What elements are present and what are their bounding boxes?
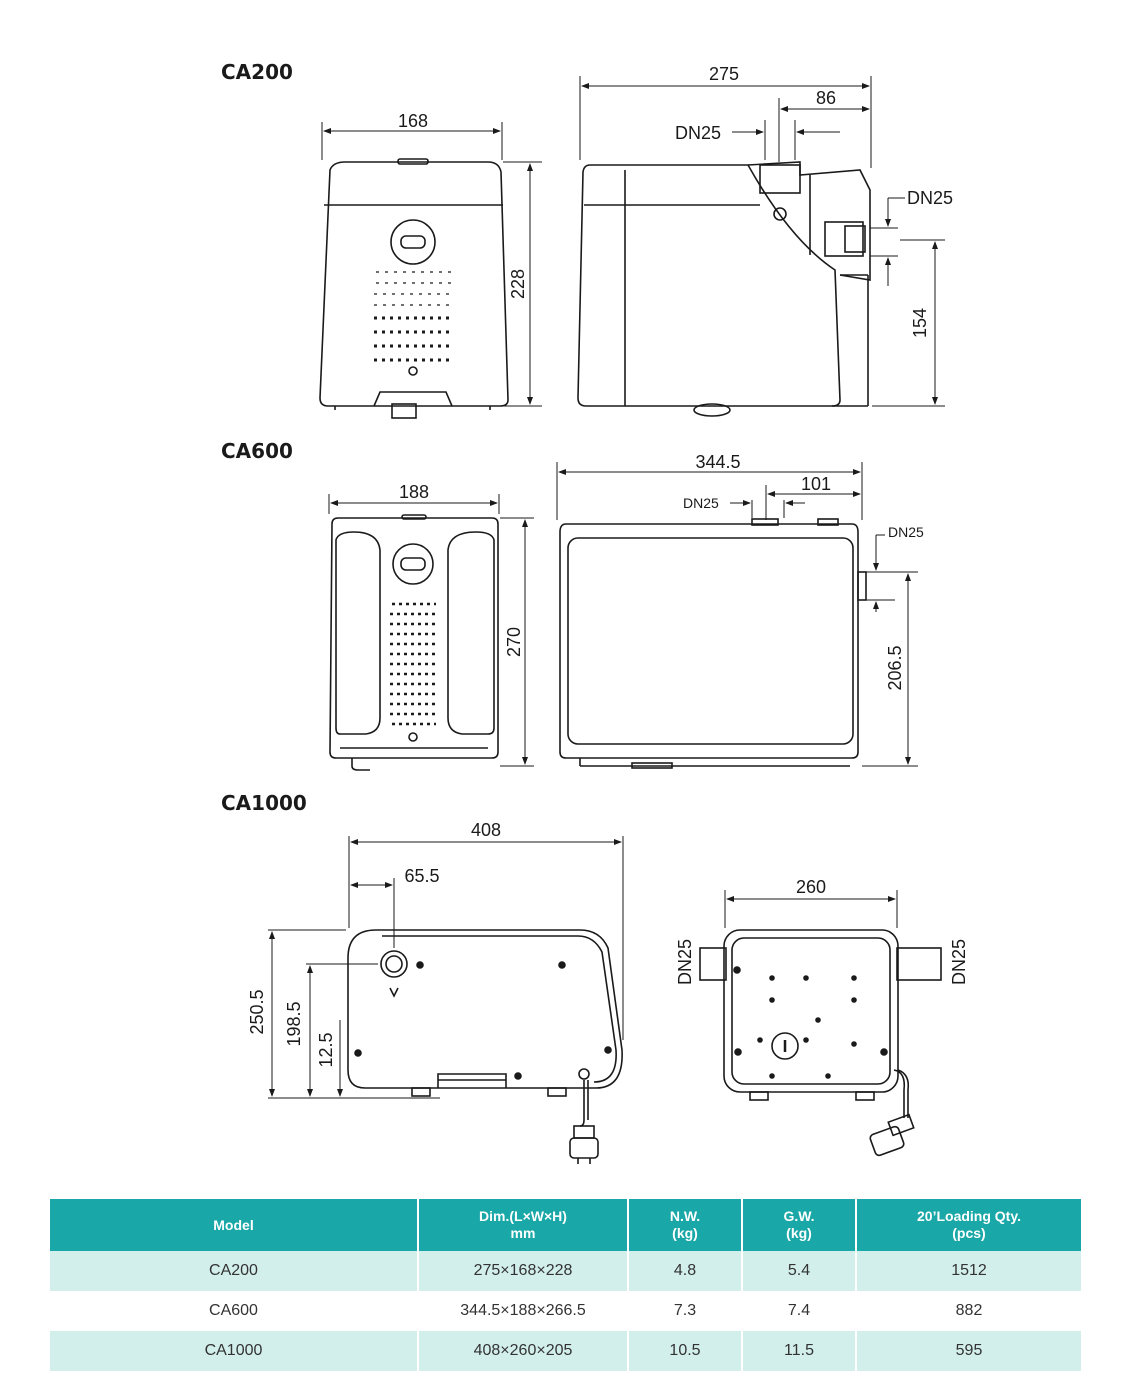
cell-gross-weight: 5.4 [742,1251,857,1291]
ca200-front-width-label: 168 [398,111,428,131]
cell-loading-qty: 1512 [856,1251,1081,1291]
ca600-height-label: 270 [504,627,524,657]
ca200-vent-grille [374,271,453,362]
ca600-inlet-top-label: DN25 [683,495,719,511]
ca200-front-view [319,158,509,419]
ca600-outlet-offset-label: 101 [801,474,831,494]
table-row: CA1000 408×260×205 10.5 11.5 595 [50,1331,1081,1371]
ca200-inlet-side-label: DN25 [907,188,953,208]
technical-drawings: 168 228 275 86 DN25 D [247,64,969,1164]
cell-dimensions: 275×168×228 [418,1251,629,1291]
cell-loading-qty: 882 [856,1291,1081,1331]
cell-net-weight: 10.5 [628,1331,743,1371]
cell-net-weight: 4.8 [628,1251,743,1291]
cell-dimensions: 344.5×188×266.5 [418,1291,629,1331]
ca200-title: CA200 [221,60,293,84]
cell-model: CA600 [50,1291,419,1331]
header-dimensions: Dim.(L×W×H)mm [418,1199,629,1251]
ca600-title: CA600 [221,439,293,463]
ca600-side-width-label: 344.5 [695,452,740,472]
header-model: Model [50,1199,419,1251]
ca1000-title: CA1000 [221,791,307,815]
ca1000-front-view [699,929,942,1157]
ca200-side-view [577,161,871,417]
header-loading-qty: 20’Loading Qty.(pcs) [856,1199,1081,1251]
cell-loading-qty: 595 [856,1331,1081,1371]
ca1000-dn-left-label: DN25 [675,939,695,985]
table-header-row: Model Dim.(L×W×H)mm N.W.(kg) G.W.(kg) 20… [50,1199,1081,1251]
ca200-inlet-top-label: DN25 [675,123,721,143]
ca200-side-width-label: 275 [709,64,739,84]
ca600-side-height-label: 206.5 [885,645,905,690]
ca600-front-width-label: 188 [399,482,429,502]
ca1000-height-low-label: 12.5 [316,1032,336,1067]
cell-gross-weight: 7.4 [742,1291,857,1331]
cell-gross-weight: 11.5 [742,1331,857,1371]
ca600-inlet-side-label: DN25 [888,524,924,540]
spec-table: Model Dim.(L×W×H)mm N.W.(kg) G.W.(kg) 20… [50,1199,1081,1371]
header-net-weight: N.W.(kg) [628,1199,743,1251]
ca600-front-view [329,514,499,771]
ca1000-height-mid-label: 198.5 [284,1001,304,1046]
table-row: CA200 275×168×228 4.8 5.4 1512 [50,1251,1081,1291]
ca1000-outlet-offset-label: 65.5 [404,866,439,886]
header-gross-weight: G.W.(kg) [742,1199,857,1251]
cell-dimensions: 408×260×205 [418,1331,629,1371]
ca1000-side-view [347,929,623,1164]
cell-model: CA200 [50,1251,419,1291]
cell-net-weight: 7.3 [628,1291,743,1331]
ca1000-side-width-label: 408 [471,820,501,840]
ca1000-dn-right-label: DN25 [949,939,969,985]
ca600-side-view [559,518,867,769]
ca1000-height-total-label: 250.5 [247,989,267,1034]
ca200-side-height-label: 154 [910,308,930,338]
ca200-height-label: 228 [508,269,528,299]
ca600-vent-grille [390,602,438,726]
table-row: CA600 344.5×188×266.5 7.3 7.4 882 [50,1291,1081,1331]
ca1000-front-width-label: 260 [796,877,826,897]
cell-model: CA1000 [50,1331,419,1371]
ca200-outlet-offset-label: 86 [816,88,836,108]
